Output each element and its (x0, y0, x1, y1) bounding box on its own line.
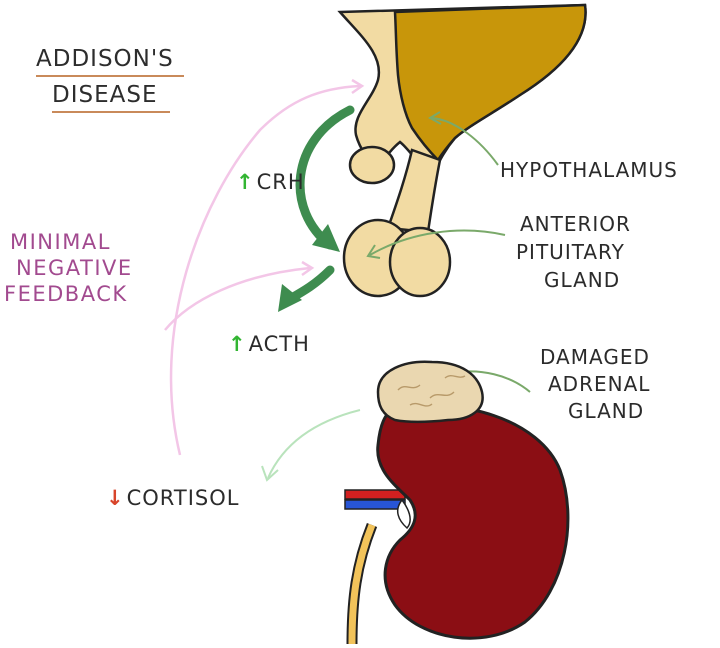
hypothalamus-label: HYPOTHALAMUS (500, 158, 678, 182)
adrenal-label-line-1: DAMAGED (540, 345, 650, 369)
adrenal-label-line-2: ADRENAL (548, 372, 651, 396)
pointer-pituitary-head (366, 244, 381, 259)
feedback-line-2: NEGATIVE (16, 256, 133, 280)
title-underline-2 (52, 111, 170, 113)
cortisol-arrowhead (261, 465, 279, 482)
title-line-1: ADDISON'S (36, 46, 174, 72)
down-arrow-icon: ↓ (106, 486, 125, 510)
acth-text: ACTH (248, 332, 310, 356)
adrenal-label-line-3: GLAND (568, 399, 645, 423)
pituitary-label-line-1: ANTERIOR (520, 212, 631, 236)
hypothalamus-gold (393, 3, 587, 162)
pointer-hypothalamus-head (427, 111, 442, 125)
up-arrow-icon: ↑ (228, 332, 247, 356)
artery (344, 489, 406, 500)
title-line-2: DISEASE (52, 82, 158, 108)
acth-label: ↑ACTH (228, 334, 310, 355)
crh-arrowhead (312, 224, 340, 252)
posterior-pituitary-lobe (388, 226, 452, 298)
kidney (376, 404, 570, 640)
feedback-arrow-lower (164, 266, 311, 331)
pituitary-label-line-3: GLAND (544, 268, 621, 292)
vein (344, 499, 406, 510)
crh-arrow (295, 105, 355, 250)
acth-arrowhead (278, 284, 302, 312)
feedback-arrowhead-upper (351, 78, 365, 95)
pointer-pituitary (369, 229, 506, 256)
pituitary-stalk (386, 148, 442, 234)
feedback-arrowhead-lower (301, 260, 315, 277)
cortisol-text: CORTISOL (126, 486, 240, 510)
pituitary-label-line-2: PITUITARY (516, 240, 625, 264)
cortisol-arrow (267, 409, 361, 479)
title-underline-1 (36, 75, 184, 77)
crh-label: ↑CRH (236, 172, 305, 193)
kidney-hilum (396, 498, 411, 530)
feedback-line-1: MINIMAL (10, 230, 111, 254)
adrenal-texture (397, 375, 466, 407)
feedback-line-3: FEEDBACK (4, 282, 128, 306)
up-arrow-icon: ↑ (236, 170, 255, 194)
adrenal-gland (376, 360, 484, 424)
hypothalamus-lobe (348, 145, 396, 185)
crh-text: CRH (256, 170, 305, 194)
pointer-hypothalamus (431, 117, 499, 166)
feedback-arrow-upper (169, 84, 361, 456)
cortisol-label: ↓CORTISOL (106, 488, 239, 509)
